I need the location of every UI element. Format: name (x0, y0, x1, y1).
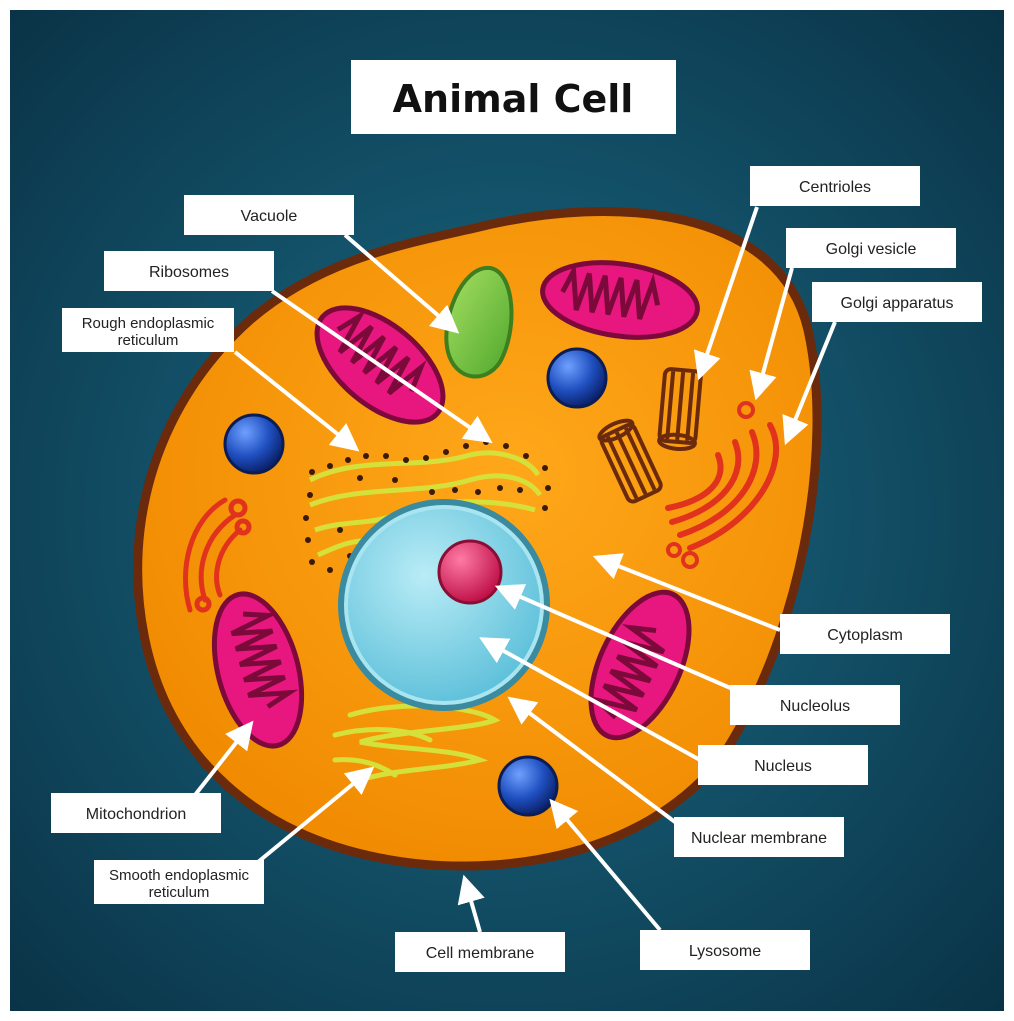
label-cytoplasm-text: Cytoplasm (827, 627, 903, 644)
nucleus-shape (338, 499, 550, 711)
label-vacuole-text: Vacuole (241, 208, 298, 225)
label-rough-er-line1: Rough endoplasmic (82, 315, 215, 332)
label-lysosome: Lysosome (640, 930, 810, 970)
label-centrioles: Centrioles (750, 166, 920, 206)
label-ribosomes: Ribosomes (104, 251, 274, 291)
lysosome-shape (225, 415, 283, 473)
lysosome-shape (548, 349, 606, 407)
label-smooth-er-line1: Smooth endoplasmic (109, 867, 250, 884)
label-vacuole: Vacuole (184, 195, 354, 235)
label-centrioles-text: Centrioles (799, 179, 871, 196)
label-nucleolus: Nucleolus (730, 685, 900, 725)
title-box: Animal Cell (351, 60, 676, 134)
label-mitochondrion-text: Mitochondrion (86, 806, 187, 823)
label-rough-er-line2: reticulum (118, 332, 179, 349)
label-lysosome-text: Lysosome (689, 943, 761, 960)
page-title: Animal Cell (393, 77, 634, 121)
label-nuclear-membrane: Nuclear membrane (674, 817, 844, 857)
label-cell-membrane: Cell membrane (395, 932, 565, 972)
label-golgi-vesicle-text: Golgi vesicle (826, 241, 917, 258)
label-smooth-er: Smooth endoplasmic reticulum (94, 860, 264, 904)
label-cell-membrane-text: Cell membrane (426, 945, 535, 962)
label-rough-er: Rough endoplasmic reticulum (62, 308, 234, 352)
lysosome-shape (499, 757, 557, 815)
label-nucleolus-text: Nucleolus (780, 698, 850, 715)
label-golgi-apparatus-text: Golgi apparatus (841, 295, 954, 312)
nucleolus-shape (439, 541, 501, 603)
label-smooth-er-line2: reticulum (149, 884, 210, 901)
label-nucleus-text: Nucleus (754, 758, 812, 775)
label-nucleus: Nucleus (698, 745, 868, 785)
label-nuclear-membrane-text: Nuclear membrane (691, 830, 827, 847)
label-ribosomes-text: Ribosomes (149, 264, 229, 281)
label-golgi-vesicle: Golgi vesicle (786, 228, 956, 268)
label-golgi-apparatus: Golgi apparatus (812, 282, 982, 322)
label-cytoplasm: Cytoplasm (780, 614, 950, 654)
label-mitochondrion: Mitochondrion (51, 793, 221, 833)
